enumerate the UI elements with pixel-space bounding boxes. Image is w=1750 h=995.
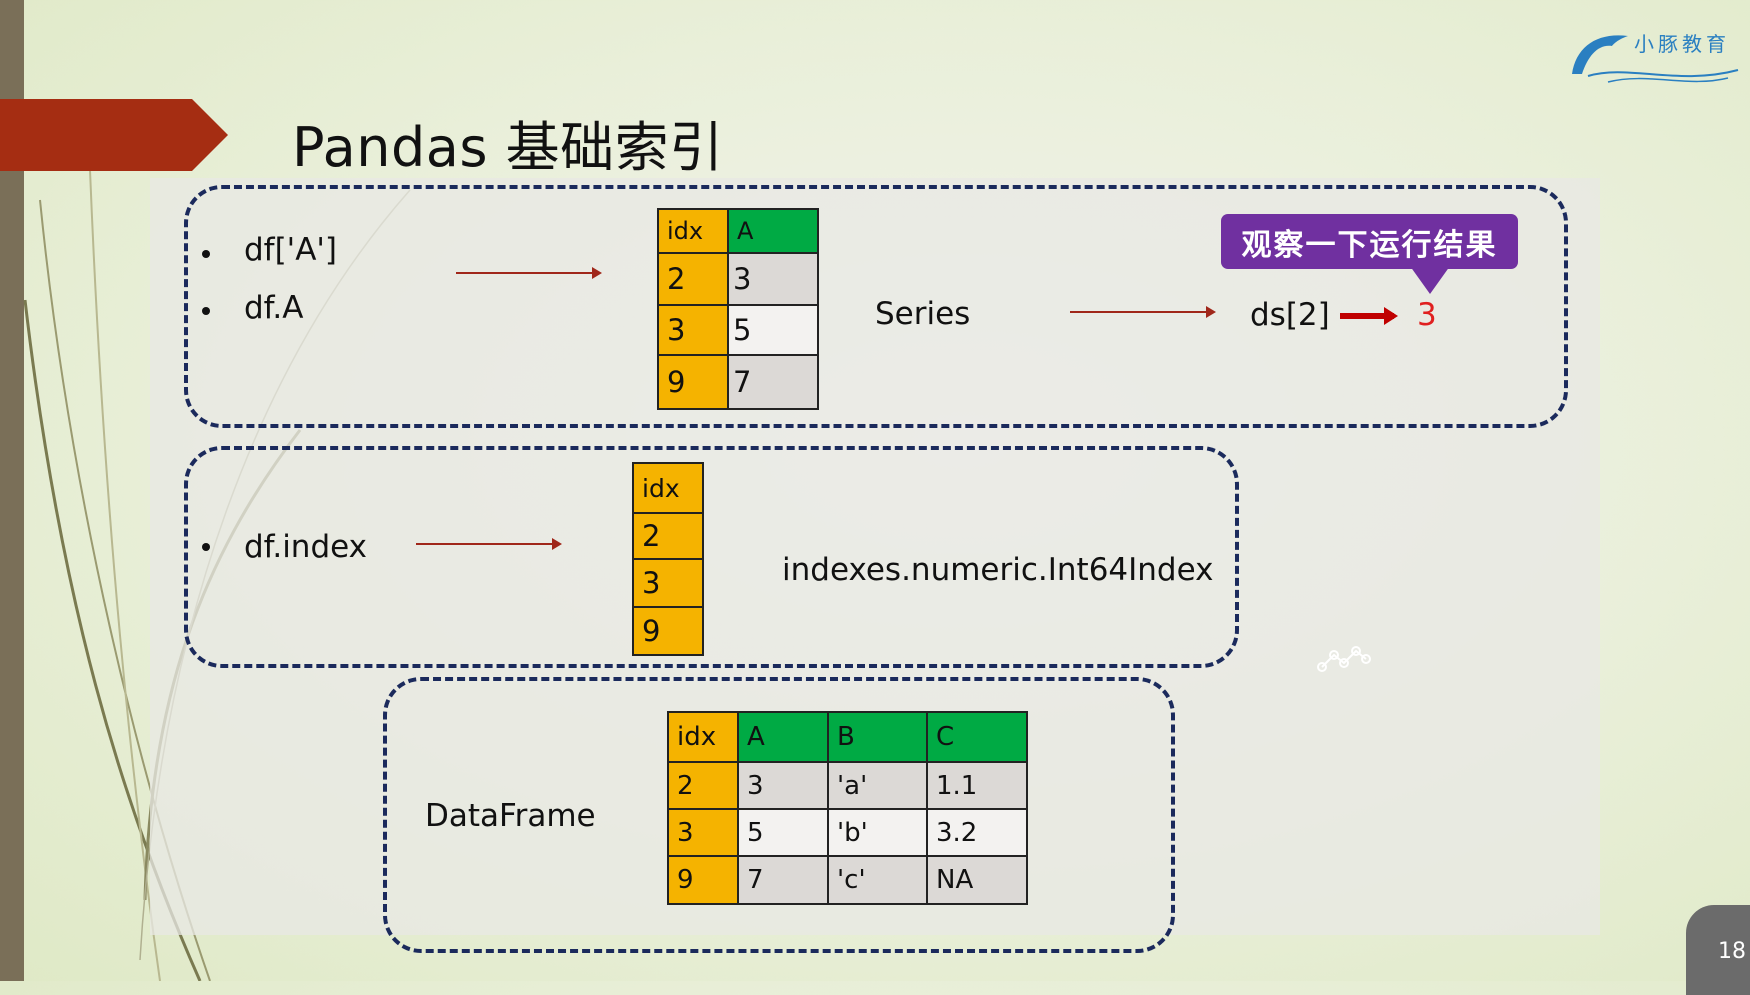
- result-value: 3: [1417, 297, 1437, 333]
- table-header-idx: idx: [632, 462, 704, 514]
- table-cell: 2: [667, 761, 739, 810]
- arrow-to-ds: [1070, 306, 1216, 318]
- series-type-label: Series: [875, 296, 971, 332]
- table-cell: 5: [727, 304, 819, 356]
- arrow-to-result: [1340, 307, 1398, 325]
- table-header-c: C: [926, 711, 1028, 763]
- network-nodes-icon: [1317, 646, 1371, 672]
- table-cell: NA: [926, 855, 1028, 905]
- slide-title: Pandas 基础索引: [292, 116, 724, 179]
- dataframe-table: idx A B C 2 3 'a' 1.1 3 5 'b' 3.2 9 7 'c…: [667, 711, 1028, 905]
- page-number-badge: [1686, 905, 1750, 995]
- dolphin-logo-icon: [1572, 35, 1739, 83]
- series-table: idx A 2 3 3 5 9 7: [657, 208, 819, 410]
- table-cell: 2: [632, 512, 704, 560]
- table-cell: 'c': [827, 855, 928, 905]
- bullet: [202, 250, 210, 258]
- series-section-box: [184, 185, 1568, 428]
- code-df-dot-a: df.A: [244, 290, 304, 326]
- index-section-box: [184, 446, 1239, 668]
- page-number: 18: [1718, 939, 1746, 964]
- table-cell: 9: [632, 606, 704, 656]
- table-header-idx: idx: [667, 711, 739, 763]
- code-df-index: df.index: [244, 529, 368, 565]
- ds-access-expression: ds[2]: [1250, 297, 1330, 333]
- table-cell: 2: [657, 252, 729, 306]
- arrow-to-index-table: [416, 538, 562, 550]
- arrow-to-series-table: [456, 267, 602, 279]
- index-table: idx 2 3 9: [632, 462, 704, 656]
- table-header-b: B: [827, 711, 928, 763]
- callout-bubble: 观察一下运行结果: [1221, 214, 1518, 269]
- dataframe-type-label: DataFrame: [425, 798, 596, 834]
- table-cell: 3.2: [926, 808, 1028, 857]
- index-type-label: indexes.numeric.Int64Index: [782, 552, 1214, 588]
- table-header-a: A: [737, 711, 829, 763]
- title-arrow-banner: [0, 99, 228, 171]
- table-cell: 3: [727, 252, 819, 306]
- table-cell: 'a': [827, 761, 928, 810]
- table-cell: 5: [737, 808, 829, 857]
- table-cell: 3: [632, 558, 704, 608]
- bullet: [202, 543, 210, 551]
- table-header-idx: idx: [657, 208, 729, 254]
- table-cell: 7: [727, 354, 819, 410]
- dataframe-section-box: [383, 677, 1175, 953]
- table-header-a: A: [727, 208, 819, 254]
- table-cell: 7: [737, 855, 829, 905]
- table-cell: 3: [657, 304, 729, 356]
- callout-tail: [1410, 266, 1450, 294]
- table-cell: 'b': [827, 808, 928, 857]
- table-cell: 1.1: [926, 761, 1028, 810]
- bullet: [202, 307, 210, 315]
- table-cell: 3: [667, 808, 739, 857]
- table-cell: 9: [657, 354, 729, 410]
- code-df-bracket-a: df['A']: [244, 232, 338, 268]
- logo-text: 小豚教育: [1634, 32, 1730, 56]
- table-cell: 9: [667, 855, 739, 905]
- table-cell: 3: [737, 761, 829, 810]
